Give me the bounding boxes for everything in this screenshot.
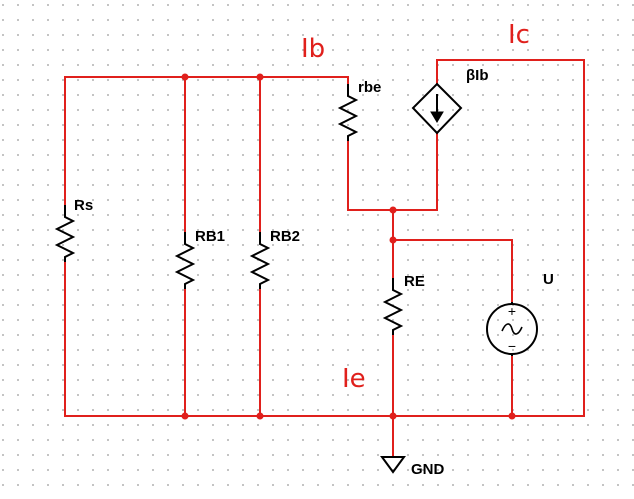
resistor-rbe [337,84,359,141]
resistor-rs [54,205,76,262]
label-current-source: βIb [466,67,489,84]
label-voltage-source: U [543,271,554,288]
annotation-ic: Ic [508,20,530,50]
ac-voltage-source: + − [486,302,538,356]
label-re: RE [404,273,425,290]
resistor-rb1 [174,232,196,289]
label-ground: GND [411,461,445,478]
junction-nodes [181,73,516,420]
background-grid [2,4,634,486]
resistor-rb2 [249,232,271,289]
annotation-ib: Ib [301,34,325,64]
source-minus-sign: − [508,338,516,354]
u-branch-wire [392,239,513,303]
ground-symbol [380,456,406,474]
source-plus-sign: + [508,303,516,319]
collector-wire [436,59,585,417]
label-rs: Rs [74,197,93,214]
dependent-current-source [411,82,463,135]
label-rb2: RB2 [270,228,300,245]
label-rbe: rbe [358,79,381,96]
resistor-re [382,278,404,335]
wires [64,59,585,458]
label-rb1: RB1 [195,228,225,245]
annotation-ie: Ie [342,364,366,394]
